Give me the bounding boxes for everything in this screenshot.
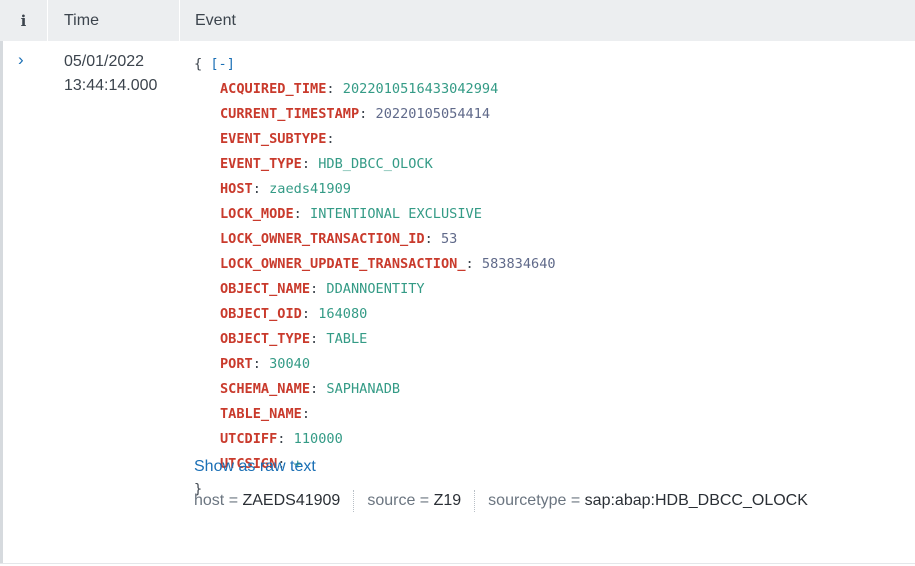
field-key[interactable]: LOCK_MODE — [220, 206, 294, 222]
field-value[interactable]: 20220105054414 — [375, 106, 491, 122]
json-field: LOCK_OWNER_TRANSACTION_ID: 53 — [220, 231, 458, 247]
row-bottom-border — [0, 563, 915, 564]
field-key[interactable]: EVENT_SUBTYPE — [220, 131, 327, 147]
field-key[interactable]: CURRENT_TIMESTAMP — [220, 106, 360, 122]
json-field: LOCK_OWNER_UPDATE_TRANSACTION_: 58383464… — [220, 256, 556, 272]
field-value[interactable]: 110000 — [293, 431, 343, 447]
event-date: 05/01/2022 — [64, 53, 145, 70]
info-column-header[interactable]: i — [0, 0, 48, 41]
time-column-header[interactable]: Time — [48, 0, 180, 41]
json-field: UTCDIFF: 110000 — [220, 431, 343, 447]
json-field: PORT: 30040 — [220, 356, 311, 372]
field-key[interactable]: ACQUIRED_TIME — [220, 81, 327, 97]
field-value[interactable]: SAPHANADB — [326, 381, 401, 397]
json-field: OBJECT_NAME: DDANNOENTITY — [220, 281, 425, 297]
field-key[interactable]: LOCK_OWNER_TRANSACTION_ID — [220, 231, 425, 247]
field-value[interactable]: 53 — [440, 231, 458, 247]
meta-sourcetype[interactable]: sourcetype = sap:abap:HDB_DBCC_OLOCK — [488, 492, 808, 509]
event-metadata: host = ZAEDS41909 source = Z19 sourcetyp… — [194, 490, 808, 512]
table-header: i Time Event — [0, 0, 915, 41]
json-field: EVENT_SUBTYPE: — [220, 131, 335, 147]
json-field: CURRENT_TIMESTAMP: 20220105054414 — [220, 106, 491, 122]
field-value[interactable]: INTENTIONAL EXCLUSIVE — [310, 206, 482, 222]
event-json: { [-] ACQUIRED_TIME: 2022010516433042994… — [194, 52, 556, 502]
show-raw-text-link[interactable]: Show as raw text — [194, 458, 316, 475]
field-key[interactable]: EVENT_TYPE — [220, 156, 302, 172]
field-value[interactable]: TABLE — [326, 331, 368, 347]
meta-divider — [474, 490, 476, 512]
field-key[interactable]: SCHEMA_NAME — [220, 381, 311, 397]
json-field: TABLE_NAME: — [220, 406, 311, 422]
event-time: 05/01/2022 13:44:14.000 — [64, 50, 157, 98]
field-key[interactable]: HOST — [220, 181, 253, 197]
event-column-header: Event — [195, 11, 236, 29]
field-value[interactable]: zaeds41909 — [269, 181, 351, 197]
event-row: › 05/01/2022 13:44:14.000 { [-] ACQUIRED… — [0, 41, 915, 563]
field-key[interactable]: OBJECT_NAME — [220, 281, 311, 297]
row-indicator-bar — [0, 41, 3, 563]
field-key[interactable]: UTCSIGN — [220, 456, 278, 472]
meta-source[interactable]: source = Z19 — [367, 492, 462, 509]
chevron-right-icon[interactable]: › — [18, 50, 24, 69]
event-clock-time: 13:44:14.000 — [64, 77, 158, 94]
field-value[interactable]: + — [293, 456, 302, 472]
field-key[interactable]: OBJECT_TYPE — [220, 331, 311, 347]
json-field: OBJECT_TYPE: TABLE — [220, 331, 368, 347]
json-field: ACQUIRED_TIME: 2022010516433042994 — [220, 81, 499, 97]
info-icon: i — [20, 11, 27, 30]
collapse-toggle[interactable]: [-] — [210, 56, 235, 72]
meta-divider — [353, 490, 355, 512]
field-value[interactable]: 30040 — [269, 356, 311, 372]
open-brace: { — [194, 56, 203, 72]
json-field: LOCK_MODE: INTENTIONAL EXCLUSIVE — [220, 206, 482, 222]
meta-host[interactable]: host = ZAEDS41909 — [194, 492, 341, 509]
field-value[interactable]: DDANNOENTITY — [326, 281, 425, 297]
field-key[interactable]: OBJECT_OID — [220, 306, 302, 322]
field-value[interactable]: 164080 — [318, 306, 368, 322]
json-field: HOST: zaeds41909 — [220, 181, 351, 197]
json-field: EVENT_TYPE: HDB_DBCC_OLOCK — [220, 156, 433, 172]
json-open-line: { [-] — [194, 52, 556, 77]
field-value[interactable]: HDB_DBCC_OLOCK — [318, 156, 433, 172]
field-key[interactable]: TABLE_NAME — [220, 406, 302, 422]
json-field: UTCSIGN: + — [220, 456, 302, 472]
field-key[interactable]: UTCDIFF — [220, 431, 278, 447]
field-key[interactable]: PORT — [220, 356, 253, 372]
field-value[interactable]: 583834640 — [481, 256, 556, 272]
json-field: SCHEMA_NAME: SAPHANADB — [220, 381, 401, 397]
close-brace: } — [194, 481, 203, 497]
field-value[interactable]: 2022010516433042994 — [342, 81, 499, 97]
field-key[interactable]: LOCK_OWNER_UPDATE_TRANSACTION_ — [220, 256, 466, 272]
json-field: OBJECT_OID: 164080 — [220, 306, 368, 322]
